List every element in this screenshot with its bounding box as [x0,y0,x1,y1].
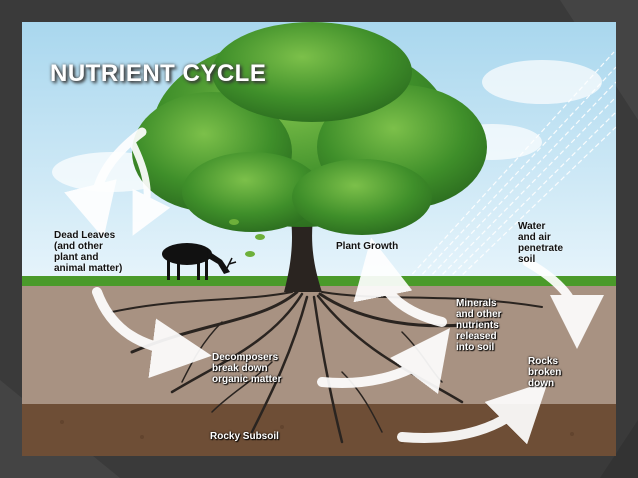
arrow-rocks-broken [397,380,549,445]
label-rocky-subsoil: Rocky Subsoil [210,431,279,442]
tree-foliage [132,22,487,235]
rain-streaks [406,51,616,281]
diagram-title: NUTRIENT CYCLE [50,60,267,87]
label-plant-growth: Plant Growth [336,241,399,252]
falling-leaves [229,219,265,257]
diagram-panel: NUTRIENT CYCLE Dead Leaves (and other pl… [22,22,616,456]
arrow-water-into-soil [522,257,604,349]
arrow-minerals-to-plant [353,237,447,327]
tree-trunk [284,212,322,292]
label-dead-leaves: Dead Leaves (and other plant and animal … [54,230,123,274]
label-decomposers: Decomposers break down organic matter [212,352,282,385]
cycle-arrows [64,127,604,445]
deer-silhouette [162,243,237,280]
label-minerals: Minerals and other nutrients released in… [456,298,502,353]
label-water-air: Water and air penetrate soil [518,221,564,265]
subsoil-layer [22,404,616,456]
arrow-leaves-fall-2 [128,138,171,236]
arrow-decomposers-to-minerals [317,328,451,395]
grass [22,276,616,286]
arrow-to-decomposers [92,287,212,379]
label-rocks: Rocks broken down [528,356,562,389]
